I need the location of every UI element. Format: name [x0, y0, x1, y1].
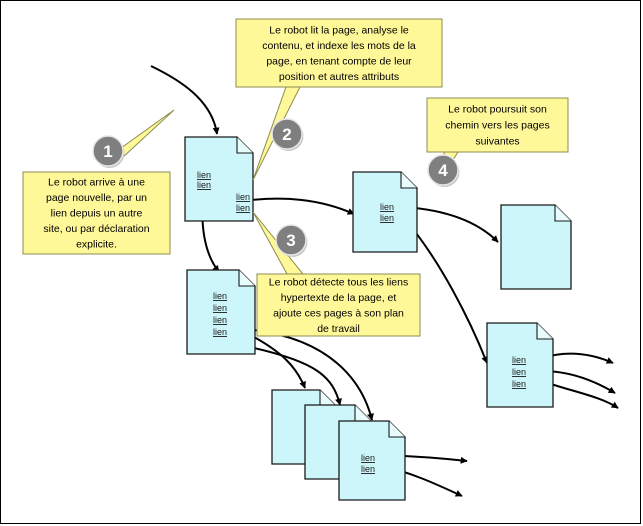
link-label[interactable]: lien [361, 453, 375, 463]
step-number: 1 [103, 142, 112, 161]
step-number-badge: 4 [427, 154, 460, 187]
step-number-badge: 1 [92, 135, 125, 168]
link-label[interactable]: lien [213, 303, 227, 313]
link-label[interactable]: lien [213, 315, 227, 325]
dog-ear-fold [554, 205, 571, 222]
dog-ear-fold [388, 421, 405, 438]
page-6: lien lien lien [486, 322, 554, 408]
page-3: lien lien lien lien [186, 269, 256, 355]
arrow-to-page-4 [250, 197, 355, 215]
link-label[interactable]: lien [512, 355, 526, 365]
link-label[interactable]: lien [512, 379, 526, 389]
step-number-badge: 3 [275, 224, 308, 257]
dog-ear-fold [536, 323, 553, 340]
document-page-shape [186, 269, 256, 355]
arrow-to-stack-2 [253, 347, 342, 406]
link-label[interactable]: lien [361, 464, 375, 474]
page-5 [500, 204, 572, 290]
document-page-shape [338, 420, 406, 501]
link-label[interactable]: lien [197, 170, 211, 180]
link-label[interactable]: lien [236, 203, 250, 213]
link-label[interactable]: lien [213, 291, 227, 301]
callout-box [426, 97, 569, 153]
link-label[interactable]: lien [512, 367, 526, 377]
document-page-shape [352, 171, 418, 253]
callout-box [235, 18, 443, 88]
arrow-incoming [150, 65, 220, 135]
callout-box [256, 273, 421, 337]
step-number: 4 [438, 161, 448, 180]
document-page-shape [184, 136, 254, 222]
document-page-shape [500, 204, 572, 290]
dog-ear-fold [319, 390, 336, 407]
dog-ear-fold [236, 137, 253, 154]
link-label[interactable]: lien [380, 202, 394, 212]
link-label[interactable]: lien [236, 192, 250, 202]
document-page-shape [486, 322, 554, 408]
step-number: 3 [286, 231, 295, 250]
dog-ear-fold [238, 270, 255, 287]
dog-ear-fold [400, 172, 417, 189]
callout-box [22, 171, 171, 255]
link-label[interactable]: lien [380, 213, 394, 223]
link-label[interactable]: lien [213, 327, 227, 337]
link-label[interactable]: lien [197, 180, 211, 190]
arrow-to-stack-1 [253, 336, 306, 389]
step-number-badge: 2 [271, 118, 304, 151]
step-number: 2 [282, 125, 291, 144]
